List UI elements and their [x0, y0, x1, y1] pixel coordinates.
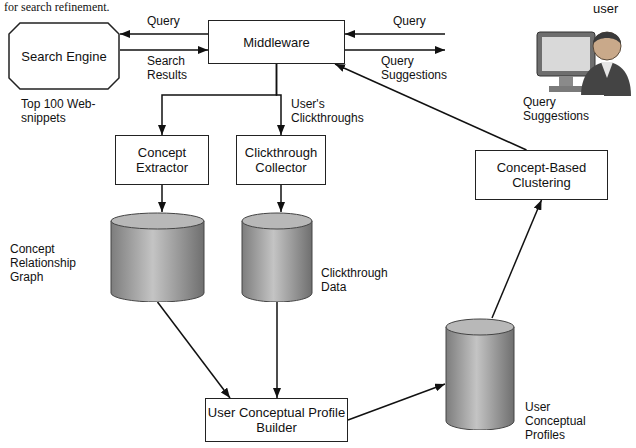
flow-arrow — [492, 200, 542, 318]
flow-arrow — [158, 302, 231, 398]
flow-arrow — [276, 302, 278, 398]
person-head — [593, 32, 621, 60]
search-engine-octagon: Search Engine — [8, 22, 120, 90]
flow-arrow — [345, 33, 445, 35]
edge-label: Query Suggestions — [380, 54, 454, 82]
cylinder-top — [242, 213, 312, 229]
cylinder-top — [111, 213, 204, 229]
user-label: user — [593, 2, 629, 16]
edge-label: Query — [146, 14, 198, 28]
box-label: Concept Extractor — [116, 145, 208, 175]
cylinder-body — [111, 221, 204, 302]
edge-label: User's Clickthroughs — [290, 97, 382, 125]
database-cylinder-outline — [445, 318, 515, 430]
data-store-label: Concept Relationship Graph — [10, 242, 102, 284]
flow-arrow — [348, 384, 445, 420]
process-box: Middleware — [208, 20, 345, 64]
box-label: User Conceptual Profile Builder — [206, 405, 347, 435]
monitor-screen — [542, 37, 590, 71]
person-hair — [593, 32, 621, 44]
person-collar — [601, 62, 613, 78]
flow-arrow — [120, 33, 208, 35]
box-label: Middleware — [243, 35, 309, 50]
flow-arrow — [120, 49, 208, 51]
database-cylinder-outline — [110, 212, 205, 302]
edge-label: Top 100 Web-snippets — [20, 97, 114, 125]
box-label: Concept-Based Clustering — [476, 160, 607, 190]
flow-arrow — [161, 185, 163, 212]
edge-label: Query — [392, 14, 444, 28]
monitor-base — [549, 86, 583, 92]
database-cylinder: User Conceptual Profiles — [445, 318, 515, 430]
flow-arrow — [280, 185, 282, 212]
box-label: Clickthrough Collector — [237, 145, 325, 175]
flow-arrow — [345, 49, 445, 51]
process-box: Concept Extractor — [115, 135, 209, 185]
box-label: Search Engine — [21, 49, 106, 64]
process-box: Concept-Based Clustering — [475, 150, 608, 200]
edge-label: Search Results — [146, 54, 204, 82]
cylinder-top — [446, 319, 514, 335]
user-illustration — [537, 32, 631, 96]
edge-label: Query Suggestions — [522, 95, 604, 123]
user-icon: user — [445, 0, 633, 100]
caption-fragment: for search refinement. — [4, 0, 204, 14]
database-cylinder: Clickthrough Data — [241, 212, 313, 302]
flow-arrow — [277, 64, 282, 135]
data-store-label: Clickthrough Data — [321, 266, 393, 294]
database-cylinder-outline — [241, 212, 313, 302]
cylinder-body — [446, 327, 514, 430]
monitor — [537, 32, 595, 76]
process-box: Clickthrough Collector — [236, 135, 326, 185]
cylinder-body — [242, 221, 312, 302]
process-box: User Conceptual Profile Builder — [205, 398, 348, 442]
person-body — [581, 62, 631, 96]
data-store-label: User Conceptual Profiles — [525, 400, 597, 442]
database-cylinder: Concept Relationship Graph — [110, 212, 205, 302]
octagon-outline — [9, 23, 119, 89]
monitor-stand — [559, 76, 573, 86]
